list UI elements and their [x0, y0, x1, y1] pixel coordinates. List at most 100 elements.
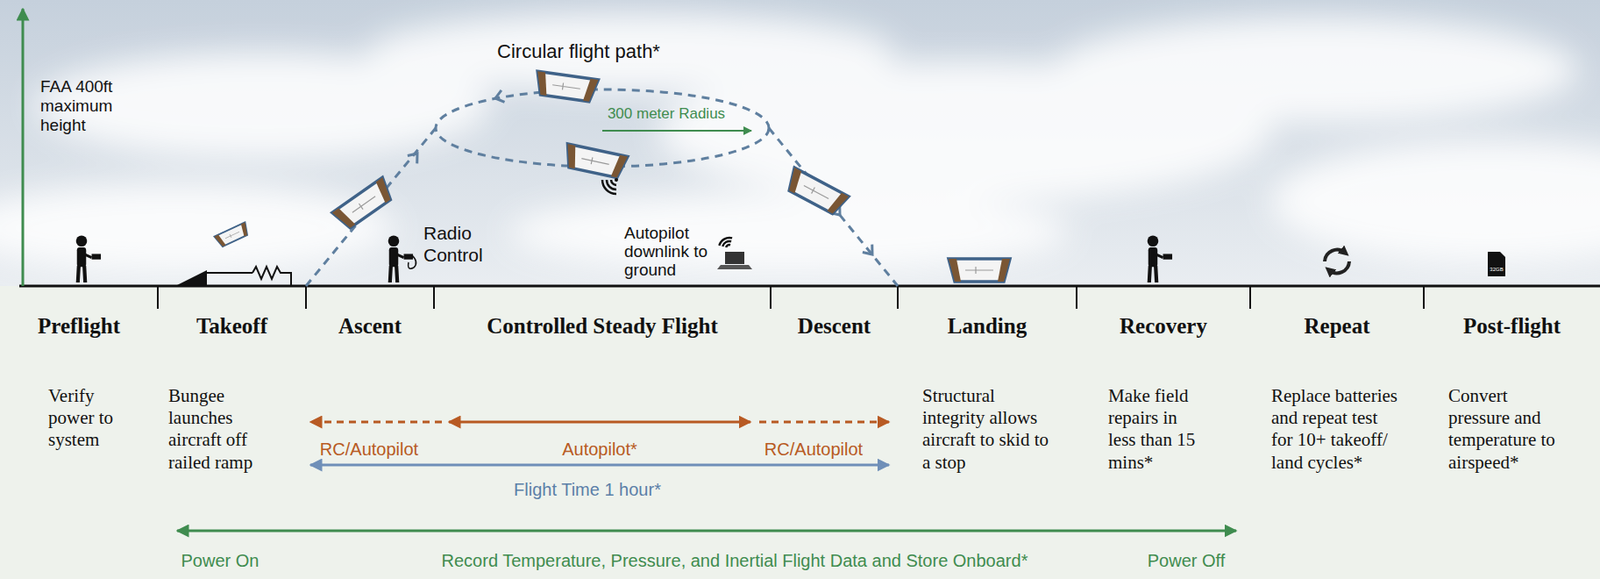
callout-label: Radio Control — [423, 221, 494, 266]
phase-dividers — [896, 285, 899, 309]
laptop-icon — [725, 251, 745, 264]
phase-description: Convert pressure and temperature to airs… — [1448, 384, 1563, 474]
flight-path — [305, 89, 898, 286]
power-label: Power Off — [1120, 549, 1252, 571]
operator-figure — [408, 255, 417, 269]
sky-background — [1052, 17, 1579, 123]
bottom-panel — [0, 285, 1600, 579]
launch-ramp — [252, 266, 292, 286]
downlink-signal — [610, 179, 617, 186]
phase-dividers — [433, 285, 435, 309]
flight-time-arrow — [310, 464, 889, 466]
power-label: Power On — [154, 549, 286, 571]
phase-description: Make field repairs in less than 15 mins* — [1108, 384, 1207, 474]
downlink-signal — [718, 234, 733, 246]
flight-time-arrow — [310, 463, 889, 467]
sd-card-icon — [1487, 251, 1506, 277]
control-mode-label: Autopilot* — [529, 438, 670, 460]
phase-dividers — [1249, 285, 1252, 309]
ground-line — [19, 284, 1600, 288]
phase-heading: Descent — [770, 306, 898, 340]
aircraft — [948, 258, 1010, 282]
phase-dividers — [769, 285, 772, 309]
operator-figure — [76, 234, 101, 283]
phase-description: Structural integrity allows aircraft to … — [922, 384, 1059, 474]
phase-column: RepeatReplace batteries and repeat test … — [1250, 306, 1424, 579]
phase-description: Replace batteries and repeat test for 10… — [1271, 384, 1401, 474]
phase-column: RecoveryMake field repairs in less than … — [1076, 306, 1251, 579]
bottom-panel — [0, 285, 1600, 579]
laptop-icon — [717, 251, 753, 270]
sky-background — [1271, 140, 1600, 264]
sky-background — [0, 13, 1600, 272]
downlink-signal — [725, 243, 731, 248]
path-label: Circular flight path* — [464, 40, 693, 64]
phase-column: LandingStructural integrity allows aircr… — [897, 306, 1077, 579]
control-range-arrows — [448, 420, 751, 424]
phase-dividers — [1422, 285, 1425, 309]
operator-figure — [1147, 234, 1173, 283]
duration-label: Flight Time 1 hour* — [477, 478, 697, 500]
radius-arrow — [602, 129, 752, 132]
sd-card-icon — [1487, 251, 1506, 277]
phase-description: Verify power to system — [48, 384, 136, 452]
aircraft — [534, 71, 599, 102]
height-arrow — [21, 8, 25, 286]
launch-ramp — [175, 270, 207, 286]
control-mode-label: RC/Autopilot — [303, 438, 435, 460]
control-range-arrows — [310, 420, 442, 424]
phase-heading: Landing — [897, 306, 1077, 340]
phase-description: Bungee launches aircraft off railed ramp — [168, 384, 281, 474]
axis-label: FAA 400ft maximum height — [40, 77, 137, 136]
downlink-signal — [613, 177, 619, 183]
phase-dividers — [157, 285, 1424, 309]
ground-line — [19, 285, 1600, 287]
repeat-icon — [1324, 249, 1345, 262]
height-arrow — [22, 8, 24, 286]
card-capacity: 32GB — [1487, 266, 1506, 272]
radius-arrow — [602, 130, 752, 132]
repeat-icon — [1324, 249, 1350, 274]
recording-arrow — [177, 530, 1237, 532]
flight-path — [862, 244, 878, 259]
phase-heading: Repeat — [1250, 306, 1424, 340]
laptop-icon — [717, 264, 753, 270]
control-mode-label: RC/Autopilot — [747, 438, 880, 460]
dimension-label: 300 meter Radius — [591, 105, 741, 123]
recording-arrow — [177, 529, 1237, 533]
downlink-signal — [599, 179, 617, 197]
launch-ramp — [206, 271, 253, 274]
phase-heading: Takeoff — [157, 306, 306, 340]
launch-ramp — [175, 266, 292, 286]
control-range-arrows — [759, 420, 889, 424]
operator-figure — [388, 234, 413, 283]
flight-path — [305, 128, 436, 286]
operator-figure — [76, 234, 1173, 283]
flight-path — [407, 149, 423, 164]
phase-heading: Preflight — [0, 306, 158, 340]
downlink-signal — [718, 234, 735, 249]
sky-background — [0, 184, 395, 272]
callout-label: Autopilot downlink to ground — [624, 224, 709, 280]
phase-column: Post-flightConvert pressure and temperat… — [1423, 306, 1600, 579]
phase-dividers — [305, 285, 307, 309]
repeat-icon — [1329, 261, 1350, 273]
aircraft — [332, 177, 396, 231]
control-range-arrows — [310, 420, 889, 424]
phase-heading: Ascent — [305, 306, 434, 340]
flight-path — [768, 128, 898, 286]
phase-heading: Recovery — [1076, 306, 1251, 340]
phase-dividers — [1075, 285, 1078, 309]
phase-dividers — [156, 285, 159, 309]
sky-background — [0, 0, 1600, 286]
aircraft — [783, 167, 849, 217]
aircraft — [214, 71, 1010, 282]
aircraft — [214, 221, 251, 248]
flight-path — [493, 90, 505, 105]
phase-column: TakeoffBungee launches aircraft off rail… — [157, 306, 306, 579]
phase-heading: Post-flight — [1423, 306, 1600, 340]
aircraft — [562, 143, 628, 179]
downlink-signal — [599, 171, 626, 198]
